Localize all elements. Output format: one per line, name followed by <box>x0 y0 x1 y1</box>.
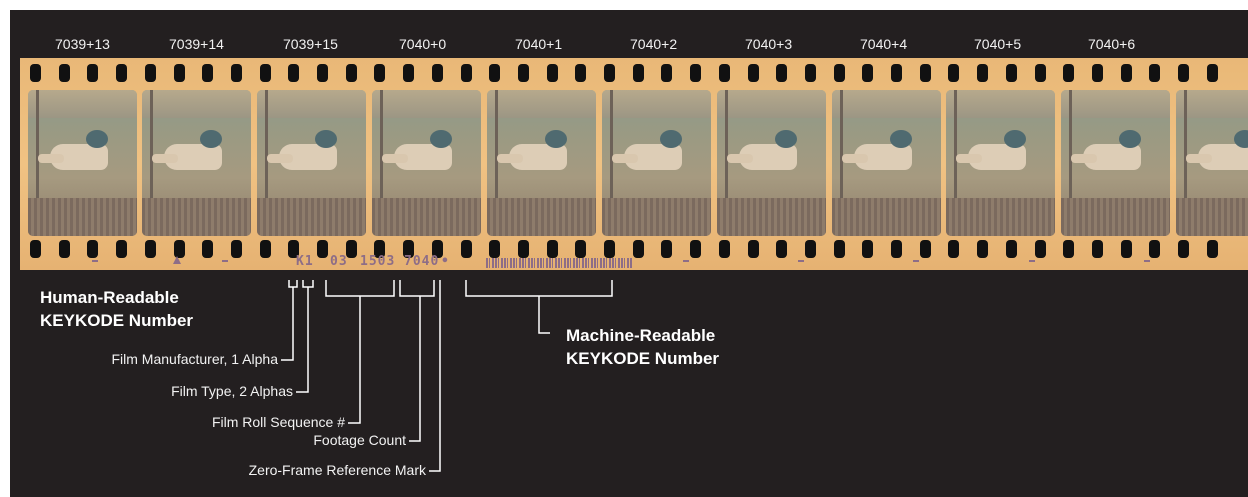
machine-readable-title-line1: Machine-Readable <box>566 324 719 347</box>
film-type-leader <box>296 287 308 392</box>
machine-readable-bracket <box>466 280 612 296</box>
film-type-bracket <box>303 280 313 287</box>
machine-readable-leader <box>539 296 550 333</box>
human-readable-title: Human-Readable KEYKODE Number <box>40 286 193 332</box>
zero-frame-leader <box>429 280 440 471</box>
callout-zero-frame: Zero-Frame Reference Mark <box>249 462 426 478</box>
footage-bracket <box>400 280 434 296</box>
manufacturer-leader <box>281 287 293 360</box>
footage-leader <box>409 296 420 441</box>
callout-roll-sequence: Film Roll Sequence # <box>212 414 345 430</box>
callout-footage-count: Footage Count <box>313 432 406 448</box>
machine-readable-title-line2: KEYKODE Number <box>566 347 719 370</box>
machine-readable-title: Machine-Readable KEYKODE Number <box>566 324 719 370</box>
human-readable-title-line1: Human-Readable <box>40 286 193 309</box>
callout-film-type: Film Type, 2 Alphas <box>171 383 293 399</box>
manufacturer-bracket <box>289 280 297 287</box>
callout-film-manufacturer: Film Manufacturer, 1 Alpha <box>111 351 278 367</box>
roll-sequence-bracket <box>326 280 394 296</box>
human-readable-title-line2: KEYKODE Number <box>40 309 193 332</box>
roll-sequence-leader <box>348 296 360 423</box>
